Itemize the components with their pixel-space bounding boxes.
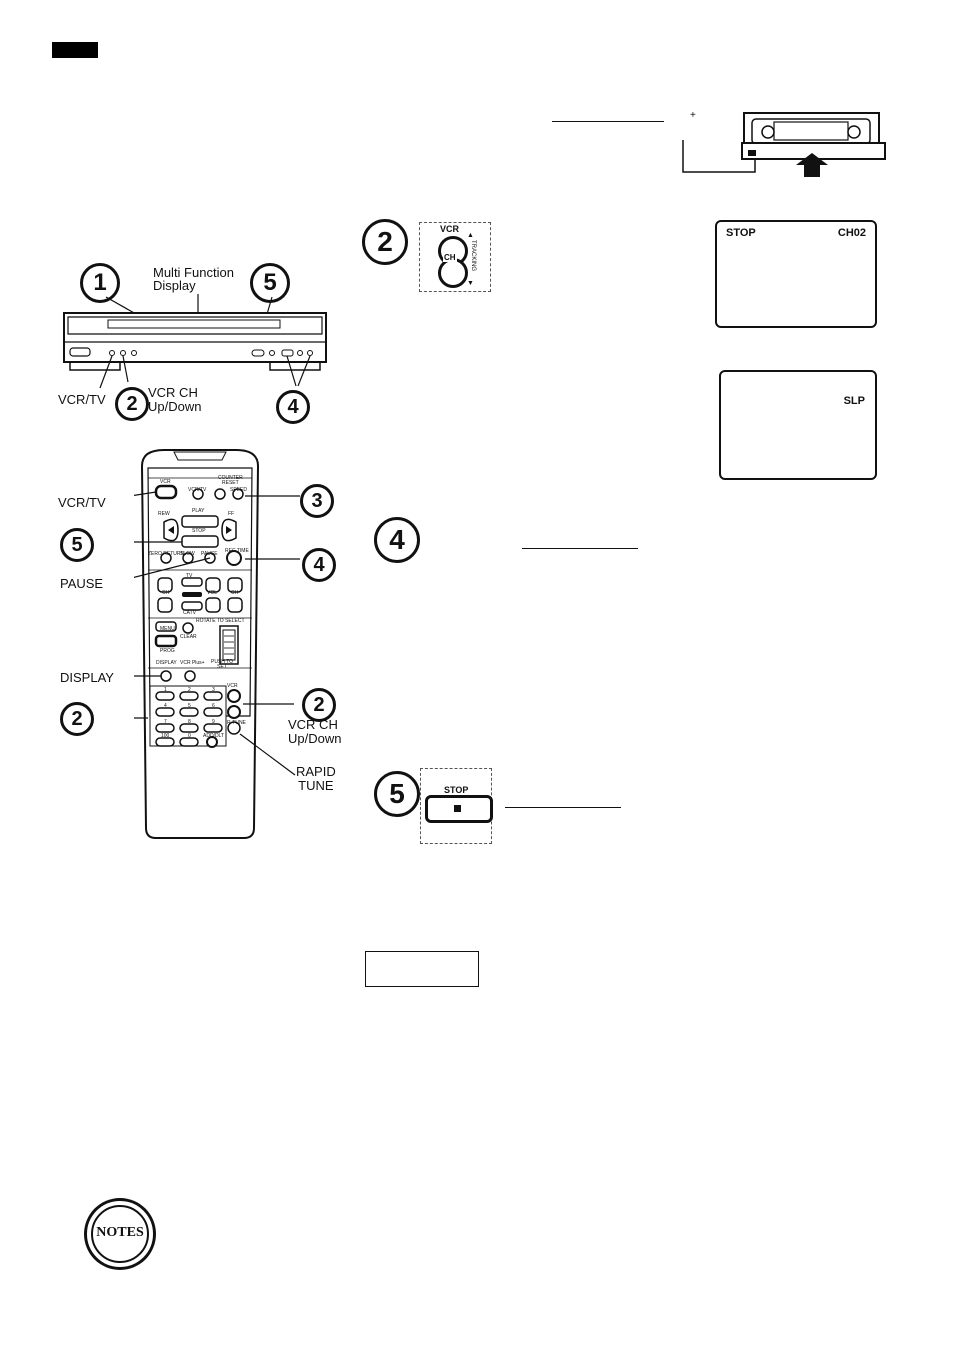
remote-vcr-tv-label: VCR/TV [58,495,106,510]
key-digit-9[interactable]: 9 [212,719,215,725]
remote-callout-4: 4 [302,548,336,582]
vcr-tv-label-front: VCR/TV [58,392,106,407]
key-vcr-plus[interactable]: VCR Plus+ [180,660,205,666]
key-add-dlt[interactable]: ADD/DLT [203,733,225,739]
remote-control [134,449,260,839]
remote-rapid-tune-label: RAPID TUNE [296,764,336,793]
step4-callout: 4 [374,517,420,563]
key-digit-3[interactable]: 3 [212,687,215,693]
key-digit-2[interactable]: 2 [188,687,191,693]
key-menu[interactable]: MENU [160,626,175,632]
step4-underline [522,548,638,549]
osd-speed-text: SLP [843,395,865,407]
key-ff[interactable]: FF [228,511,235,517]
vcr-front-unit [63,294,327,389]
key-pause[interactable]: PAUSE [201,551,218,557]
vcr-ch-updown-label-front: VCR CH Up/Down [148,385,202,414]
stop-square-icon [454,805,461,812]
remote-callout-5: 5 [60,528,94,562]
key-digit-4[interactable]: 4 [164,703,167,709]
plus-mark: + [690,110,696,121]
key-slow[interactable]: SLOW [180,551,195,557]
remote-pause-label: PAUSE [60,576,104,591]
key-prog[interactable]: PROG [160,648,175,654]
step2-callout: 2 [362,219,408,265]
step2-vcr-label: VCR [440,224,460,234]
key-digit-7[interactable]: 7 [164,719,167,725]
callout-2-front: 2 [115,387,149,421]
key-clear[interactable]: CLEAR [180,634,197,640]
step5-stop-button[interactable] [425,795,493,823]
key-vcr-ch[interactable]: VCR [227,683,238,689]
key-r-tune[interactable]: R-TUNE [227,720,246,726]
key-rew[interactable]: REW [158,511,170,517]
key-speed[interactable]: SPEED [230,487,247,493]
key-counter-reset[interactable]: COUNTER RESET [218,475,243,486]
key-ch-left[interactable]: CH [162,590,170,596]
step2-tracking-label: TRACKING [470,240,476,272]
header-tab [52,42,98,58]
callout-1: 1 [80,263,120,303]
key-zero-return[interactable]: ZERO RETURN [148,551,185,557]
remote-leaders-right [239,495,300,776]
key-vcr-tv[interactable]: VCR/TV [188,487,207,493]
insert-arrow-icon [796,153,828,177]
key-digit-5[interactable]: 5 [188,703,191,709]
key-vcr[interactable]: VCR [160,479,171,485]
key-digit-1[interactable]: 1 [164,687,167,693]
key-digit-100[interactable]: 100 [161,733,170,739]
remote-callout-2a: 2 [60,702,94,736]
step2-ch-down-button[interactable] [438,258,468,288]
step5-stop-label: STOP [444,785,469,795]
multi-function-display-label: Multi Function Display [153,265,234,293]
tracking-down-arrow-icon: ▼ [467,280,474,287]
notes-label: NOTES [96,1225,144,1240]
step5-callout: 5 [374,771,420,817]
osd-screen-stop: STOP CH02 [715,220,877,328]
step5-underline [505,807,621,808]
cassette-insert-illustration [682,112,886,177]
tracking-up-arrow-icon: ▲ [467,232,474,239]
key-tv[interactable]: TV [186,573,193,579]
key-digit-8[interactable]: 8 [188,719,191,725]
blank-underline [552,121,664,122]
remote-callout-3: 3 [300,484,334,518]
osd-channel-text: CH02 [837,227,866,239]
key-vol[interactable]: VOL [207,590,218,596]
key-play[interactable]: PLAY [192,508,205,514]
key-digit-0[interactable]: 0 [188,733,191,739]
key-stop[interactable]: STOP [192,528,206,534]
key-digit-6[interactable]: 6 [212,703,215,709]
callout-4-front: 4 [276,390,310,424]
callout-5: 5 [250,263,290,303]
notes-badge: NOTES [84,1198,156,1270]
remote-vcr-ch-updown-label: VCR CH Up/Down [288,717,342,746]
key-rec-time[interactable]: REC TIME [225,548,249,554]
remote-callout-2b: 2 [302,688,336,722]
key-catv[interactable]: CATV [183,610,196,616]
step2-ch-label: CH [443,253,457,262]
key-push-to-set[interactable]: PUSH TO SET [211,659,234,670]
step2-button-box [419,222,491,292]
key-display[interactable]: DISPLAY [156,660,177,666]
osd-screen-speed: SLP [719,370,877,480]
blank-box [365,951,479,987]
key-rotate-to-select[interactable]: ROTATE TO SELECT [196,618,245,624]
remote-display-label: DISPLAY [60,670,114,685]
osd-stop-text: STOP [726,227,756,239]
key-ch-right[interactable]: CH [231,590,239,596]
